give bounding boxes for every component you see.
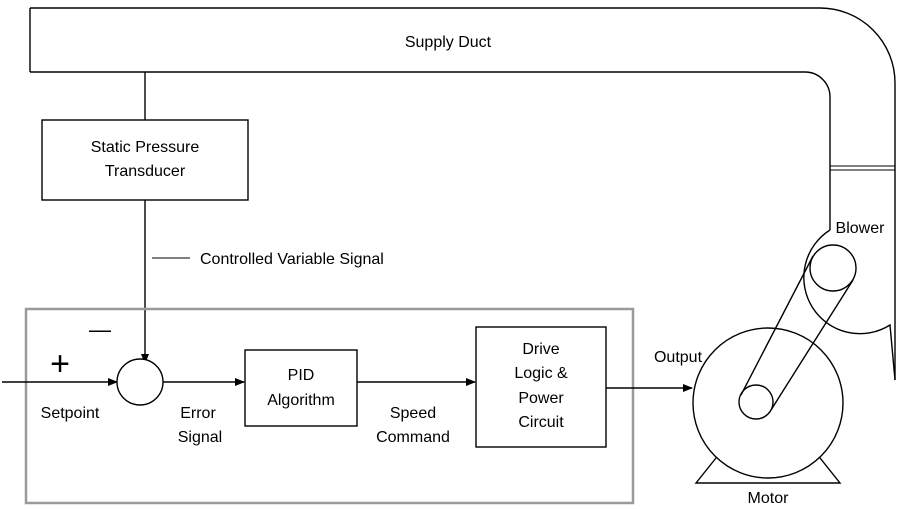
minus-sign: — <box>89 317 111 342</box>
supply-duct <box>29 7 896 380</box>
error-label-line2: Signal <box>178 429 222 446</box>
motor <box>692 255 854 484</box>
output-label: Output <box>654 349 703 366</box>
setpoint-label: Setpoint <box>41 405 100 422</box>
speed-label-line1: Speed <box>390 405 436 422</box>
controller-frame <box>24 307 635 505</box>
controlled-variable-signal-label: Controlled Variable Signal <box>200 251 384 268</box>
transducer-label-line1: Static Pressure <box>91 139 200 156</box>
drive-label-line2: Logic & <box>514 365 568 382</box>
blower-label: Blower <box>836 220 886 237</box>
pid-label-line2: Algorithm <box>267 392 335 409</box>
pid-algorithm-box <box>244 349 358 427</box>
supply-duct-label: Supply Duct <box>405 34 492 51</box>
speed-label-line2: Command <box>376 429 450 446</box>
drive-logic-box <box>475 326 607 448</box>
drive-label-line4: Circuit <box>518 414 564 431</box>
summing-junction <box>116 358 164 406</box>
drive-label-line3: Power <box>518 390 564 407</box>
transducer-label-line2: Transducer <box>105 163 186 180</box>
pid-label-line1: PID <box>288 367 315 384</box>
drive-label-line1: Drive <box>522 341 559 358</box>
blower <box>803 229 896 381</box>
static-pressure-transducer-box <box>41 119 249 201</box>
plus-sign: + <box>50 345 70 383</box>
error-label-line1: Error <box>180 405 216 422</box>
motor-label: Motor <box>748 490 790 507</box>
